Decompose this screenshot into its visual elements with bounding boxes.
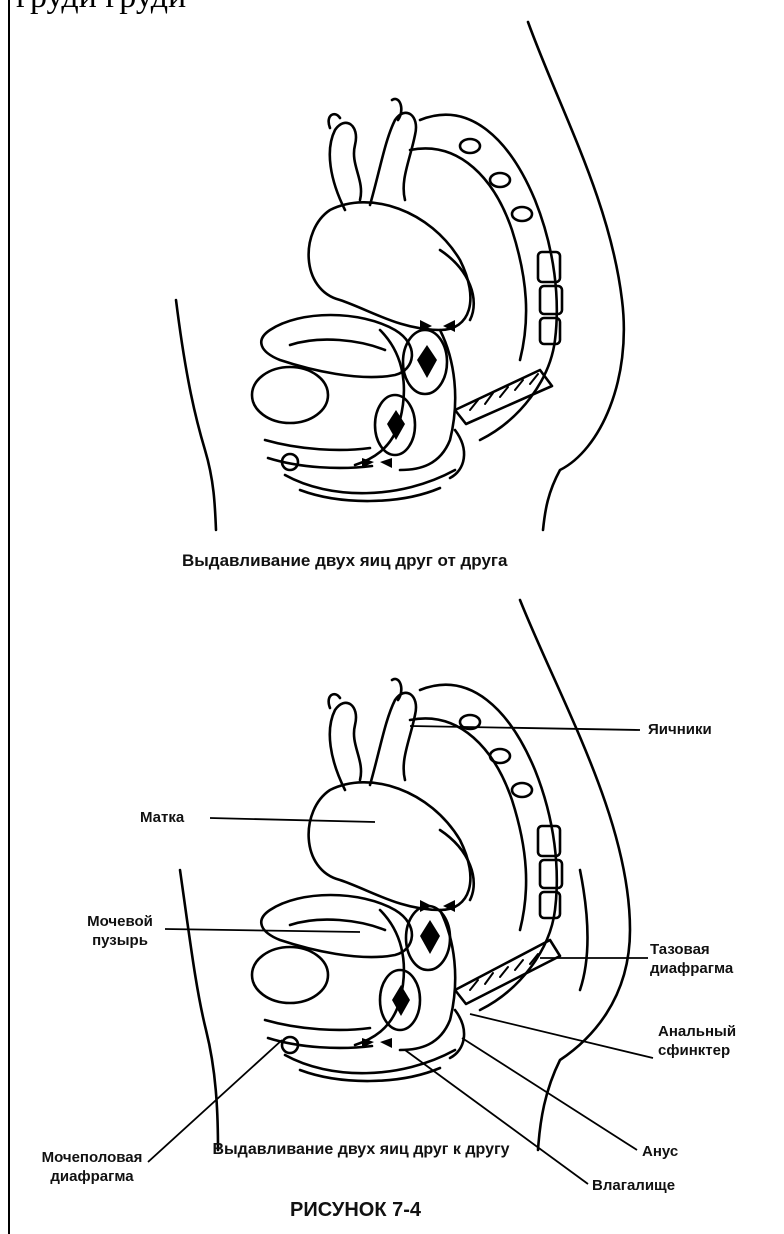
label-anal-sphincter: Анальный сфинктер [658, 1022, 758, 1060]
label-urogenital-diaphragm: Мочеполовая диафрагма [22, 1148, 162, 1186]
leader-line-anus [462, 1038, 637, 1150]
label-uterus: Матка [140, 808, 184, 827]
figure-number: РИСУНОК 7-4 [290, 1199, 421, 1222]
leader-line-uterus [210, 818, 375, 822]
label-pelvic-diaphragm: Тазовая диафрагма [650, 940, 760, 978]
label-anus: Анус [642, 1142, 678, 1161]
leader-line-ovaries [410, 726, 640, 730]
leader-line-anal-sphincter [470, 1014, 653, 1058]
label-vagina: Влагалище [592, 1176, 675, 1195]
label-bladder: Мочевой пузырь [76, 912, 164, 950]
bottom-figure-caption: Выдавливание двух яиц друг к другу [196, 1140, 526, 1159]
leader-line-vagina [405, 1050, 588, 1184]
label-ovaries: Яичники [648, 720, 712, 739]
